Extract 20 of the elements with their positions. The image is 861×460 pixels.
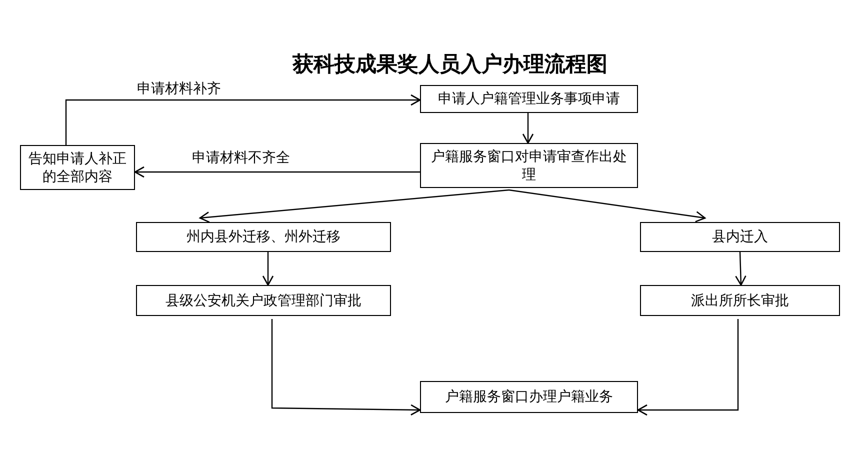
- arrow: [262, 252, 274, 286]
- process-box: 告知申请人补正的全部内容: [20, 145, 135, 190]
- arrow: [271, 319, 421, 416]
- edge-label: 申请材料补齐: [135, 80, 223, 98]
- process-box: 派出所所长审批: [640, 285, 840, 316]
- process-box: 县级公安机关户政管理部门审批: [136, 285, 391, 316]
- arrow: [134, 166, 420, 178]
- process-box: 户籍服务窗口对申请审查作出处理: [420, 143, 638, 188]
- process-box: 县内迁入: [640, 222, 840, 252]
- arrow: [637, 319, 739, 416]
- diagram-title: 获科技成果奖人员入户办理流程图: [292, 51, 608, 78]
- process-box: 户籍服务窗口办理户籍业务: [420, 381, 638, 413]
- arrow: [199, 189, 510, 223]
- process-box: 州内县外迁移、州外迁移: [136, 222, 391, 252]
- arrow: [735, 252, 746, 286]
- edge-label: 申请材料不齐全: [190, 149, 292, 167]
- arrow: [65, 94, 421, 145]
- process-box: 申请人户籍管理业务事项申请: [420, 85, 638, 113]
- arrow: [522, 113, 534, 144]
- arrow: [508, 189, 706, 222]
